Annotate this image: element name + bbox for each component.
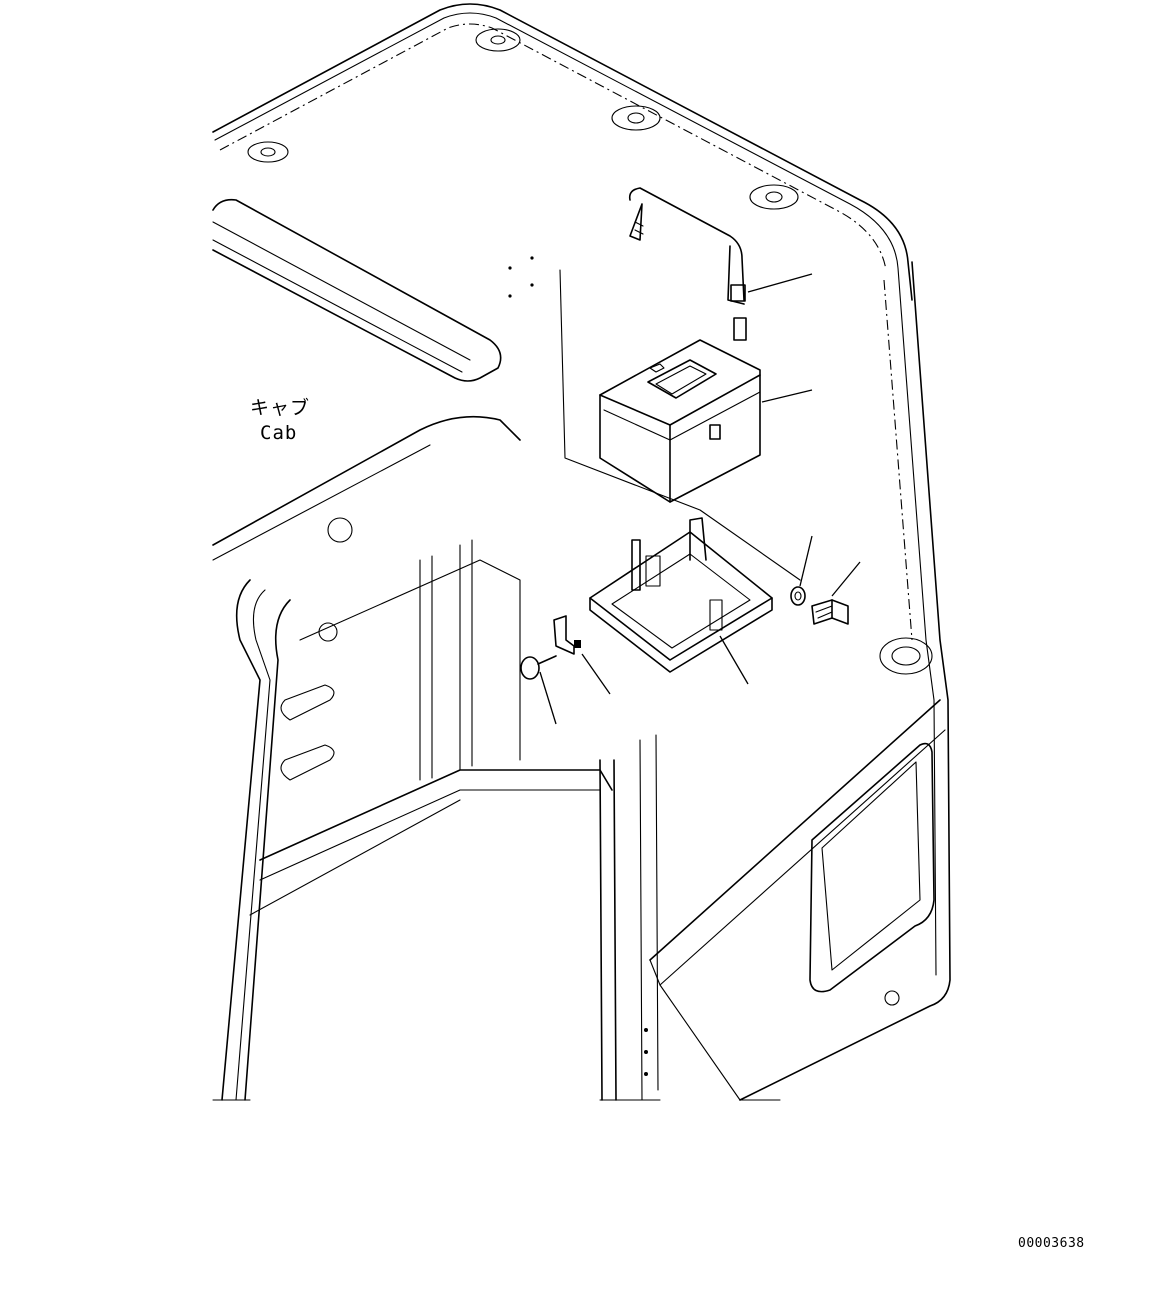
clip-icon — [553, 615, 611, 695]
bracket-tray-icon — [589, 517, 773, 685]
cab-label-english: Cab — [260, 422, 298, 444]
cab-outline-icon — [212, 3, 951, 1101]
strap-icon — [628, 187, 813, 341]
bolt-icon — [811, 561, 861, 625]
drawing-number: 00003638 — [1018, 1236, 1085, 1251]
washer-icon — [790, 535, 813, 606]
first-aid-box-icon — [599, 339, 813, 503]
rivet-icon — [520, 655, 557, 725]
cab-label-japanese: キャブ — [250, 397, 311, 419]
install-line — [559, 269, 801, 581]
